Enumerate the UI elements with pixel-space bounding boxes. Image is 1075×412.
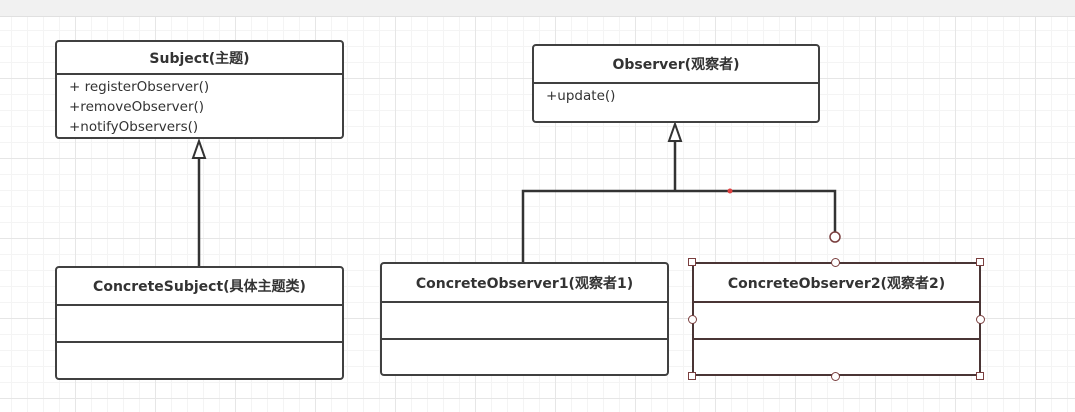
- resize-handle-top-right[interactable]: [976, 258, 984, 266]
- operation-notify-observers: +notifyObservers(): [69, 119, 199, 135]
- inheritance-arrowhead-observer: [667, 120, 683, 142]
- class-subject-operations: + registerObserver() +removeObserver() +…: [57, 75, 342, 137]
- resize-handle-top-left[interactable]: [688, 258, 696, 266]
- class-concrete-observer-2-name: ConcreteObserver2(观察者2): [694, 264, 979, 303]
- resize-handle-bottom-left[interactable]: [688, 372, 696, 380]
- edge-endpoint-handle[interactable]: [829, 231, 841, 243]
- editor-top-bar: [0, 0, 1075, 17]
- operation-remove-observer: +removeObserver(): [69, 99, 205, 115]
- class-subject[interactable]: Subject(主题) + registerObserver() +remove…: [55, 40, 344, 139]
- class-concrete-observer-2-operations: [694, 340, 979, 375]
- connection-point-top[interactable]: [831, 258, 840, 267]
- connection-point-bottom[interactable]: [831, 372, 840, 381]
- class-concrete-observer-2-attributes: [694, 303, 979, 340]
- class-concrete-subject-operations: [57, 343, 342, 378]
- class-observer-name: Observer(观察者): [534, 46, 818, 84]
- class-concrete-observer-1-name: ConcreteObserver1(观察者1): [382, 264, 667, 303]
- class-observer[interactable]: Observer(观察者) +update(): [532, 44, 820, 123]
- class-concrete-observer-1-attributes: [382, 303, 667, 340]
- operation-update: +update(): [546, 88, 616, 104]
- class-concrete-subject-attributes: [57, 306, 342, 343]
- class-concrete-subject[interactable]: ConcreteSubject(具体主题类): [55, 266, 344, 380]
- connection-point-right[interactable]: [976, 315, 985, 324]
- class-concrete-observer-1[interactable]: ConcreteObserver1(观察者1): [380, 262, 669, 376]
- class-subject-name: Subject(主题): [57, 42, 342, 75]
- class-concrete-observer-2[interactable]: ConcreteObserver2(观察者2): [692, 262, 981, 376]
- connection-point-left[interactable]: [688, 315, 697, 324]
- class-concrete-subject-name: ConcreteSubject(具体主题类): [57, 268, 342, 306]
- operation-register-observer: + registerObserver(): [69, 79, 210, 95]
- resize-handle-bottom-right[interactable]: [976, 372, 984, 380]
- edge-midpoint-handle[interactable]: [727, 188, 733, 194]
- inheritance-arrowhead-subject: [191, 137, 207, 159]
- class-concrete-observer-1-operations: [382, 340, 667, 375]
- generalization-line-observers[interactable]: [521, 189, 837, 262]
- class-observer-operations: +update(): [534, 84, 818, 121]
